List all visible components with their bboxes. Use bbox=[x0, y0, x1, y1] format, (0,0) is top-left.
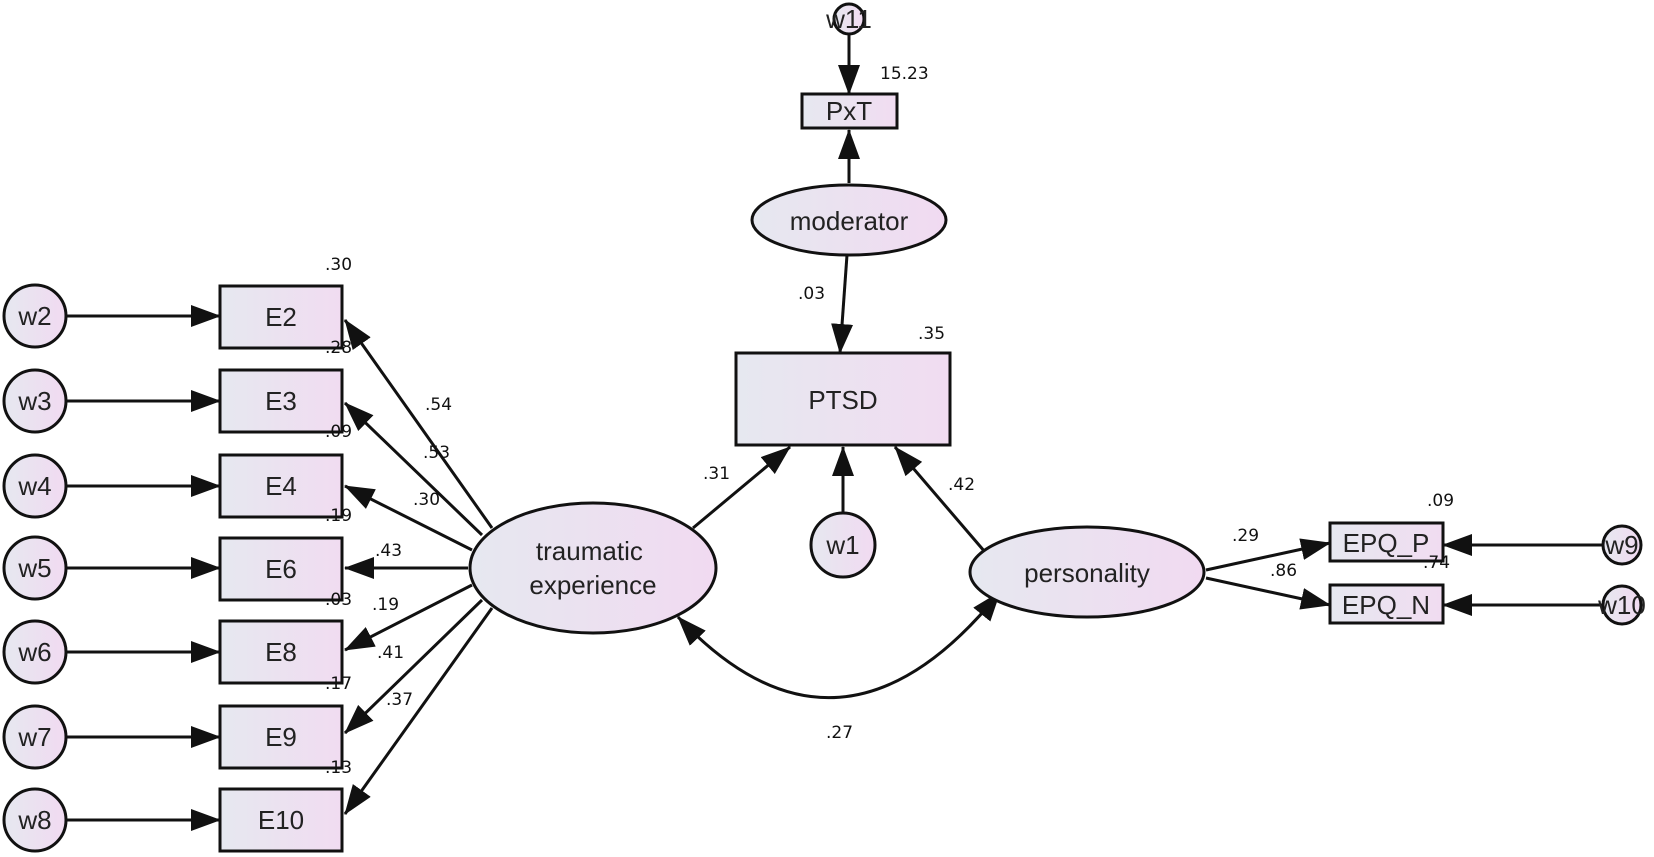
svg-text:w4: w4 bbox=[17, 471, 51, 501]
coef-r2-E4: .09 bbox=[325, 422, 352, 442]
edge-personality-EPQ_P bbox=[1205, 538, 1331, 572]
coef-r2-E3: .28 bbox=[325, 338, 352, 358]
coef-path-moderator-PTSD: .03 bbox=[798, 284, 825, 304]
svg-text:w3: w3 bbox=[17, 386, 51, 416]
coef-r2-E10: .13 bbox=[325, 758, 352, 778]
node-EPQ_P: EPQ_P bbox=[1328, 521, 1445, 563]
coef-load-E9: .41 bbox=[377, 643, 404, 663]
coef-load-E3: .53 bbox=[423, 443, 450, 463]
node-w1: w1 bbox=[809, 511, 877, 579]
node-w4: w4 bbox=[2, 453, 68, 519]
node-E4: E4 bbox=[218, 453, 344, 519]
coef-r2-EPQ_P: .09 bbox=[1427, 491, 1454, 511]
coef-cov-trauma-personality: .27 bbox=[826, 723, 853, 743]
edge-cov-trauma-personality bbox=[676, 591, 1002, 700]
node-moderator: moderator bbox=[750, 183, 948, 257]
svg-text:E3: E3 bbox=[265, 386, 297, 416]
node-EPQ_N: EPQ_N bbox=[1328, 583, 1445, 625]
edge-trauma-E3 bbox=[343, 401, 484, 537]
node-PTSD: PTSD bbox=[734, 351, 952, 447]
coef-r2-PTSD: .35 bbox=[918, 324, 945, 344]
svg-text:personality: personality bbox=[1024, 558, 1150, 588]
svg-text:w8: w8 bbox=[17, 805, 51, 835]
node-w10: w10 bbox=[1597, 584, 1646, 626]
svg-text:moderator: moderator bbox=[790, 206, 909, 236]
node-w3: w3 bbox=[2, 368, 68, 434]
edge-personality-PTSD bbox=[893, 446, 987, 553]
edge-moderator-PTSD bbox=[831, 254, 854, 354]
coef-r2-E9: .17 bbox=[325, 674, 352, 694]
svg-text:E9: E9 bbox=[265, 722, 297, 752]
coef-load-E6: .43 bbox=[375, 541, 402, 561]
node-E6: E6 bbox=[218, 536, 344, 602]
svg-text:PxT: PxT bbox=[826, 96, 872, 126]
node-E3: E3 bbox=[218, 368, 344, 434]
node-w11: w11 bbox=[825, 2, 872, 36]
latent-variables: moderator traumatic experience personali… bbox=[468, 183, 1206, 635]
svg-text:E6: E6 bbox=[265, 554, 297, 584]
node-E8: E8 bbox=[218, 619, 344, 685]
node-PxT: PxT bbox=[800, 92, 899, 130]
coef-load-EPQ_P: .29 bbox=[1232, 526, 1259, 546]
svg-text:PTSD: PTSD bbox=[808, 385, 877, 415]
node-E2: E2 bbox=[218, 284, 344, 350]
coef-load-E8: .19 bbox=[372, 595, 399, 615]
edge-trauma-PTSD bbox=[692, 445, 791, 530]
coef-load-EPQ_N: .86 bbox=[1270, 561, 1297, 581]
node-personality: personality bbox=[968, 525, 1206, 619]
coef-r2-EPQ_N: .74 bbox=[1423, 553, 1450, 573]
svg-text:w10: w10 bbox=[1597, 590, 1646, 620]
coef-r2-E2: .30 bbox=[325, 255, 352, 275]
edge-trauma-E10 bbox=[343, 607, 494, 815]
coef-load-E2: .54 bbox=[425, 395, 452, 415]
svg-text:EPQ_P: EPQ_P bbox=[1343, 528, 1430, 558]
edge-trauma-E8 bbox=[344, 583, 473, 652]
node-traumatic-experience: traumatic experience bbox=[468, 501, 718, 635]
svg-text:w5: w5 bbox=[17, 553, 51, 583]
svg-text:E8: E8 bbox=[265, 637, 297, 667]
coef-r2-PxT: 15.23 bbox=[880, 64, 929, 84]
coef-load-E10: .37 bbox=[386, 690, 413, 710]
coef-r2-E6: .19 bbox=[325, 506, 352, 526]
edge-trauma-E9 bbox=[343, 598, 484, 735]
svg-text:E4: E4 bbox=[265, 471, 297, 501]
node-w7: w7 bbox=[2, 704, 68, 770]
node-w8: w8 bbox=[2, 787, 68, 853]
coef-load-E4: .30 bbox=[413, 490, 440, 510]
node-w5: w5 bbox=[2, 535, 68, 601]
node-w9: w9 bbox=[1601, 524, 1643, 566]
edge-personality-EPQ_N bbox=[1205, 576, 1331, 610]
node-E10: E10 bbox=[218, 787, 344, 853]
svg-text:E2: E2 bbox=[265, 302, 297, 332]
svg-text:w11: w11 bbox=[825, 4, 872, 34]
node-w6: w6 bbox=[2, 619, 68, 685]
svg-text:w7: w7 bbox=[17, 722, 51, 752]
node-E9: E9 bbox=[218, 704, 344, 770]
traumatic-experience-label: traumatic experience bbox=[529, 536, 656, 600]
coefficients: .30 .28 .09 .19 .03 .17 .13 .54 .53 .30 … bbox=[325, 64, 1454, 778]
svg-text:w2: w2 bbox=[17, 301, 51, 331]
edges bbox=[66, 34, 1603, 831]
svg-text:w9: w9 bbox=[1604, 530, 1638, 560]
observed-variables: E2 E3 E4 E6 E8 E9 E10 PxT bbox=[218, 92, 1445, 853]
svg-text:w1: w1 bbox=[825, 530, 859, 560]
svg-text:EPQ_N: EPQ_N bbox=[1342, 590, 1430, 620]
node-w2: w2 bbox=[2, 283, 68, 349]
coef-path-personality-PTSD: .42 bbox=[948, 475, 975, 495]
coef-path-trauma-PTSD: .31 bbox=[703, 464, 730, 484]
edge-trauma-E4 bbox=[344, 484, 473, 552]
svg-text:E10: E10 bbox=[258, 805, 304, 835]
edge-trauma-E2 bbox=[343, 319, 494, 529]
svg-text:w6: w6 bbox=[17, 637, 51, 667]
coef-r2-E8: .03 bbox=[325, 590, 352, 610]
